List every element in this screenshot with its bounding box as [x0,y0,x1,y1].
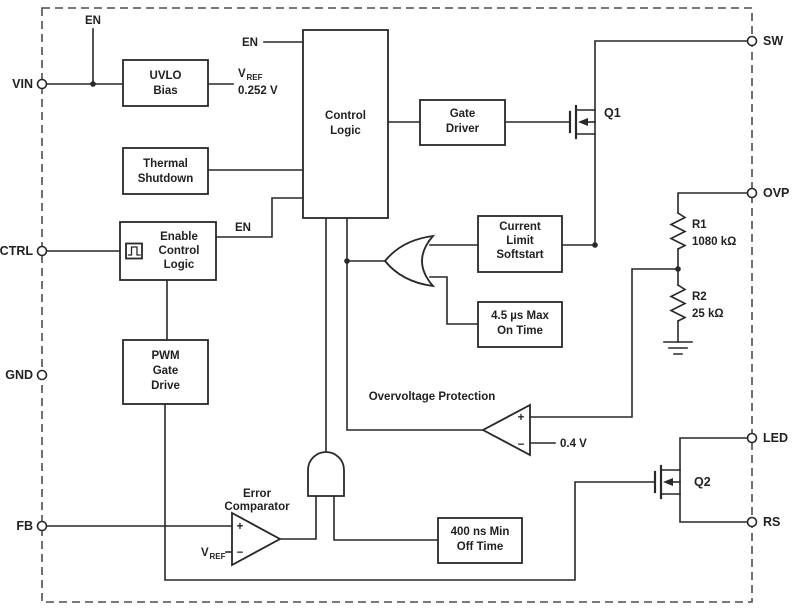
q2-mosfet [653,464,681,500]
max-on-time-label-2: On Time [497,325,543,337]
junction-q1-source [592,242,598,248]
ctrl-pin-label: CTRL [0,244,33,258]
r1-value-label: 1080 kΩ [692,236,736,248]
uvlo-bias-block [122,59,209,107]
divider-comparator-wire [529,268,679,418]
ovp-plus-sign: + [518,412,525,424]
ovp-threshold-label: 0.4 V [560,438,587,450]
ovp-pin-wire [677,192,753,214]
errcomp-vref-symbol: V [201,547,209,559]
en-top-label: EN [85,15,101,27]
errcomp-plus-sign: + [237,521,244,533]
q1-mosfet [568,104,596,140]
errcomp-vref-subscript: REF [210,552,226,561]
en-control-label: EN [242,37,258,49]
and-gate [307,451,345,497]
ovp-title: Overvoltage Protection [369,391,496,403]
current-limit-label-1: Current [499,221,541,233]
junction-r1-r2 [675,266,681,272]
current-limit-label-2: Limit [506,235,534,247]
ovp-pin-label: OVP [763,186,789,200]
r1-resistor [669,211,687,251]
gnd-pin [36,369,48,381]
min-off-time-label-2: Off Time [457,541,503,553]
q2-body-arrow [663,478,673,486]
thermal-shutdown-block [122,147,209,195]
sw-pin [746,35,758,47]
q2-label: Q2 [694,475,711,489]
or-gate [383,234,436,288]
max-on-time-label-1: 4.5 µs Max [491,310,549,322]
q1-source-wire [575,133,596,246]
error-comparator-label-1: Error [243,488,272,500]
ctrl-pin [36,245,48,257]
q1-label: Q1 [604,106,621,120]
gnd-pin-label: GND [5,368,33,382]
and-input-errcomp-wire [279,495,317,540]
gate-driver-label-1: Gate [450,108,476,120]
maxontime-or-wire [429,276,479,325]
r2-value-label: 25 kΩ [692,308,724,320]
thermal-label-1: Thermal [143,158,188,170]
pwm-gate-drive-block [122,339,209,405]
led-pin-label: LED [763,431,788,445]
wires [41,28,753,581]
control-label-2: Logic [330,125,361,137]
control-label-1: Control [325,110,366,122]
error-comparator-label-2: Comparator [224,501,290,513]
vin-pin-label: VIN [12,77,33,91]
gate-driver-label-2: Driver [446,123,480,135]
q2-drain-led-wire [660,437,753,471]
enable-label-2: Control [159,245,200,257]
sw-pin-label: SW [763,34,783,48]
q1-drain-sw-wire [575,40,753,111]
enable-en-wire [215,197,304,238]
errcomp-minus-sign: − [237,547,244,559]
q1-body-arrow [578,118,588,126]
junction-en-vin [90,81,96,87]
hysteresis-icon-wave [127,246,141,256]
r2-resistor [669,283,687,323]
ovp-comparator [481,403,531,457]
pwm-q2-gate-wire [164,403,656,581]
current-limit-label-3: Softstart [496,249,543,261]
fault-to-control-wire [346,217,484,431]
vref-value: 0.252 V [238,85,278,97]
uvlo-label-2: Bias [153,85,177,97]
uvlo-label-1: UVLO [150,70,182,82]
and-input-minoff-wire [333,495,439,541]
min-off-time-label-1: 400 ns Min [451,526,510,538]
ovp-pin [746,187,758,199]
gate-driver-block [419,99,506,146]
fb-pin-label: FB [16,519,33,533]
pwm-label-2: Gate [153,365,179,377]
fb-pin [36,520,48,532]
thermal-label-2: Shutdown [138,173,194,185]
current-limit-softstart-block [477,215,563,273]
ic-boundary [41,7,753,603]
ground-symbol [663,341,693,355]
hysteresis-icon-box [125,242,143,260]
r1-label: R1 [692,219,707,231]
min-off-time-block [437,517,523,564]
q2-source-rs-wire [660,493,753,523]
ovp-minus-sign: − [518,439,525,451]
vref-subscript: REF [247,73,263,82]
vref-symbol: V [238,68,246,80]
rs-pin-label: RS [763,515,780,529]
hysteresis-icon [125,242,143,260]
enable-label-3: Logic [164,259,195,271]
error-comparator [231,511,282,567]
max-on-time-block [477,301,563,348]
control-logic-block [302,29,389,219]
r2-label: R2 [692,291,707,303]
led-pin [746,432,758,444]
pwm-label-1: PWM [151,350,179,362]
pwm-label-3: Drive [151,380,180,392]
junction-or-output [344,258,350,264]
vin-pin [36,78,48,90]
en-enable-label: EN [235,222,251,234]
enable-label-1: Enable [160,231,198,243]
rs-pin [746,516,758,528]
